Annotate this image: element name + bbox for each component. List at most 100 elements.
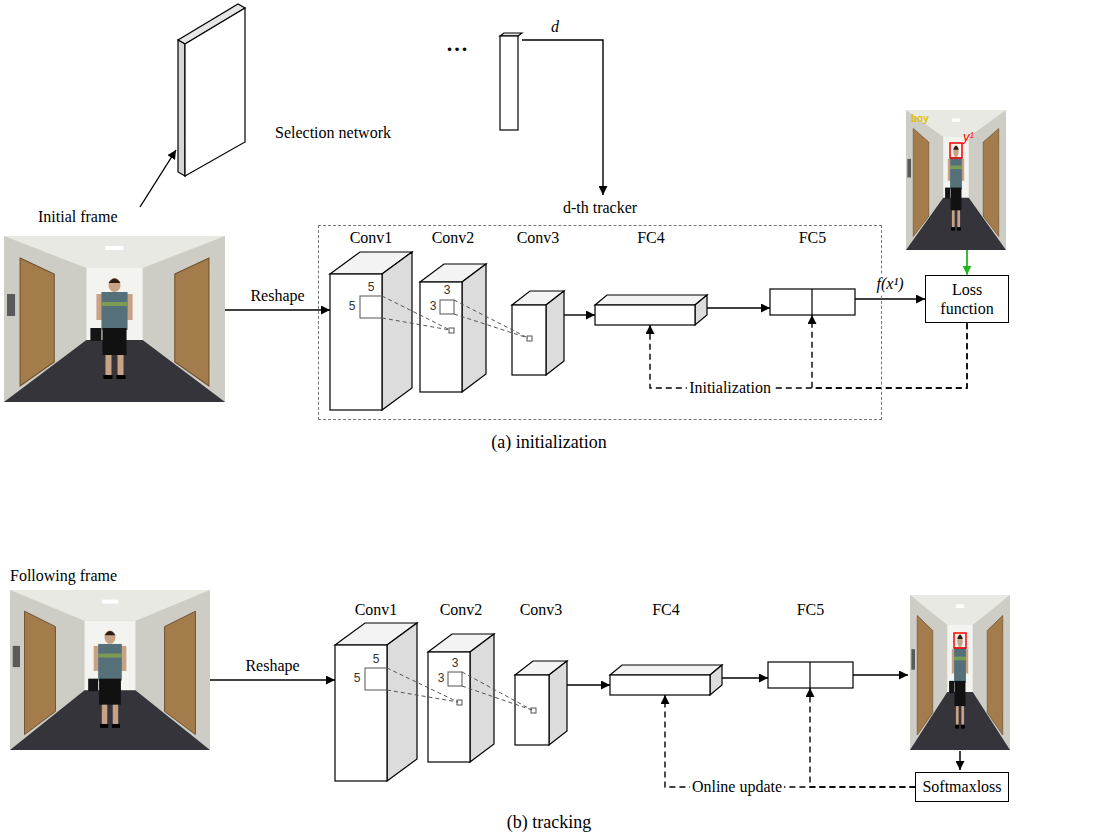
flow-arrow — [959, 751, 961, 770]
flow-arrow — [225, 309, 330, 310]
kernel-size: 3 — [444, 284, 451, 298]
block-face — [178, 40, 185, 176]
illustration-part — [454, 314, 528, 338]
edge-label: Reshape — [243, 656, 301, 675]
layer-block: Conv3 — [515, 600, 567, 745]
kernel-size: 5 — [354, 672, 361, 686]
image-tag: y¹ — [963, 130, 974, 144]
layer-block: FC4 — [595, 228, 707, 325]
corridor-photo — [10, 590, 210, 750]
block-face — [500, 36, 518, 130]
illustration-part — [448, 672, 462, 686]
flow-arrow — [210, 679, 335, 680]
kernel-size: 5 — [373, 653, 380, 667]
node-heading: Conv2 — [420, 228, 486, 248]
block-outline — [512, 228, 564, 375]
node-heading: FC5 — [768, 600, 853, 620]
selection-network: Selection network — [176, 2, 522, 180]
layer-block: Conv3 — [512, 228, 564, 375]
illustration-part — [387, 690, 458, 702]
block-face — [428, 652, 470, 762]
layer-block: FC5 — [770, 228, 855, 315]
block-face — [549, 661, 567, 745]
target-box — [954, 633, 966, 648]
kernel-size: 5 — [349, 300, 356, 314]
kernel-size: 3 — [438, 672, 445, 686]
illustration-part — [365, 668, 387, 690]
target-box — [950, 143, 962, 158]
block-face — [335, 645, 387, 781]
block-face — [462, 264, 486, 392]
corridor-photo — [910, 595, 1010, 750]
subfigure-caption: (b) tracking — [507, 812, 591, 833]
kernel-size: 3 — [452, 657, 459, 671]
block-outline — [515, 600, 567, 745]
flow-arrow — [722, 677, 768, 678]
edge-label: Initialization — [687, 378, 773, 397]
flow-arrow — [707, 307, 770, 308]
flow-arrow — [564, 314, 595, 315]
block-face — [610, 665, 722, 675]
node-heading: d-th tracker — [318, 195, 882, 218]
flow-arrow — [855, 298, 925, 299]
node-heading: Conv1 — [335, 600, 417, 620]
kernel-size: 5 — [368, 281, 375, 295]
block-face — [382, 252, 412, 410]
illustration-part — [387, 668, 458, 702]
block-face — [768, 662, 853, 688]
edge-label: d — [549, 17, 561, 36]
process-box: Loss function — [925, 275, 1009, 323]
illustration-part — [457, 700, 462, 705]
box-text: Loss function — [932, 280, 1002, 318]
subfigure-caption: (a) initialization — [491, 432, 606, 453]
edge-label: Online update — [690, 777, 784, 796]
block-outline — [330, 228, 412, 410]
block-face — [770, 289, 855, 315]
frame-caption: Following frame — [10, 566, 210, 586]
flow-arrow — [522, 40, 603, 195]
block-face — [330, 274, 382, 410]
illustration-part — [360, 296, 382, 318]
corridor-photo — [906, 110, 1006, 250]
block-face — [809, 662, 810, 688]
kernel-size: 3 — [430, 300, 437, 314]
feedback-arrow — [810, 688, 915, 787]
photo-frame: Following frame — [10, 566, 210, 750]
block-face — [470, 634, 494, 762]
node-heading: Conv1 — [330, 228, 412, 248]
block-face — [185, 8, 245, 176]
block-face — [512, 305, 546, 375]
flow-arrow — [853, 674, 908, 676]
flow-arrow — [567, 684, 610, 685]
block-face — [710, 665, 722, 695]
illustration-part — [462, 672, 532, 710]
frame-caption: Initial frame — [4, 207, 225, 227]
illustration-part — [531, 708, 536, 713]
illustration-part — [449, 328, 454, 333]
node-heading: Conv3 — [512, 228, 564, 248]
flow-arrow — [140, 150, 176, 207]
node-heading: Conv2 — [428, 600, 494, 620]
block-face — [811, 289, 812, 315]
corridor-photo — [4, 236, 225, 402]
tracker-group: d-th trackerConv1 Conv2 Conv3 FC4 FC5 — [318, 195, 882, 420]
block-face — [387, 623, 417, 781]
block-face — [546, 291, 564, 375]
illustration-part — [382, 318, 450, 330]
process-box: Softmaxloss — [915, 772, 1008, 801]
ellipsis-mark: ... — [447, 31, 470, 56]
result-photo: boyy¹ — [906, 110, 1006, 250]
photo-frame: Initial frame — [4, 207, 225, 402]
node-heading: FC4 — [595, 228, 707, 248]
layer-block: FC4 — [610, 600, 722, 695]
illustration-part — [454, 300, 528, 338]
layer-block: Conv1 — [330, 228, 412, 410]
block-face — [695, 295, 707, 325]
block-face — [595, 305, 695, 325]
block-face — [595, 295, 707, 305]
feedback-arrow — [812, 315, 967, 388]
